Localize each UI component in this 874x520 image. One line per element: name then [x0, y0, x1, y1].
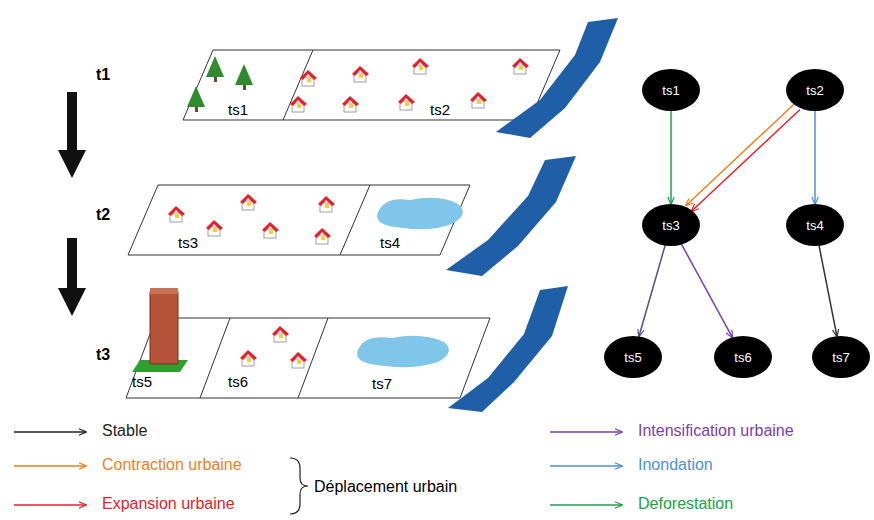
house-icon — [470, 92, 487, 108]
legend-text: Contraction urbaine — [102, 456, 242, 474]
legend-text: Stable — [102, 422, 147, 440]
house-icon — [168, 206, 185, 222]
state-ellipse: ts6 — [714, 336, 772, 378]
parcel-label: ts4 — [380, 235, 400, 252]
river — [446, 18, 618, 412]
parcel-label: ts3 — [178, 235, 198, 252]
time-arrow — [58, 92, 86, 316]
house-icon — [272, 326, 289, 342]
house-icon — [290, 96, 307, 112]
transition-arrow — [682, 245, 733, 338]
land-layer — [126, 50, 560, 398]
parcel-label: ts6 — [228, 374, 248, 391]
transition-arrow — [686, 104, 795, 206]
house-icon — [318, 196, 335, 212]
transition-arrow — [639, 246, 665, 337]
house-icon — [240, 350, 257, 366]
node-label: ts1 — [662, 83, 679, 98]
legend-text: Intensification urbaine — [638, 422, 794, 440]
house-group — [168, 58, 529, 368]
legend-text: Inondation — [638, 456, 713, 474]
house-icon — [300, 70, 317, 86]
house-icon — [342, 96, 359, 112]
state-ellipse: ts5 — [604, 336, 662, 378]
house-icon — [398, 94, 415, 110]
time-label: t3 — [96, 346, 110, 364]
transition-arrow — [670, 111, 672, 204]
node-label: ts6 — [734, 350, 751, 365]
bracket — [290, 458, 308, 514]
lake — [357, 198, 463, 368]
house-icon — [240, 194, 257, 210]
house-icon — [352, 66, 369, 82]
legend-arrow — [550, 465, 622, 467]
parcel-label: ts5 — [132, 374, 152, 391]
transition-arrow — [819, 246, 837, 336]
bracket-label: Déplacement urbain — [314, 478, 457, 496]
time-label: t1 — [96, 66, 110, 84]
node-label: ts4 — [806, 218, 823, 233]
parcel-label: ts7 — [372, 376, 392, 393]
node-label: ts7 — [832, 350, 849, 365]
house-icon — [512, 58, 529, 74]
legend-text: Expansion urbaine — [102, 495, 235, 513]
legend-text: Deforestation — [638, 495, 733, 513]
house-icon — [206, 220, 223, 236]
state-ellipse: ts3 — [642, 204, 700, 246]
node-label: ts5 — [624, 350, 641, 365]
node-label: ts3 — [662, 218, 679, 233]
parcel-label: ts2 — [430, 102, 450, 119]
legend-arrow — [14, 504, 86, 506]
legend-arrow — [550, 431, 622, 433]
transition-arrow — [814, 111, 816, 204]
legend-arrow — [550, 504, 622, 506]
state-ellipse: ts2 — [786, 69, 844, 111]
state-ellipse: ts1 — [642, 69, 700, 111]
legend-arrow — [14, 465, 86, 467]
house-icon — [314, 228, 331, 244]
state-ellipse: ts4 — [786, 204, 844, 246]
tower-building — [132, 288, 188, 372]
house-icon — [290, 352, 307, 368]
state-ellipse: ts7 — [812, 336, 870, 378]
house-icon — [412, 58, 429, 74]
time-label: t2 — [96, 206, 110, 224]
parcel-label: ts1 — [228, 102, 248, 119]
transition-arrow — [691, 110, 800, 212]
node-label: ts2 — [806, 83, 823, 98]
legend-arrow — [14, 431, 86, 433]
house-icon — [262, 222, 279, 238]
